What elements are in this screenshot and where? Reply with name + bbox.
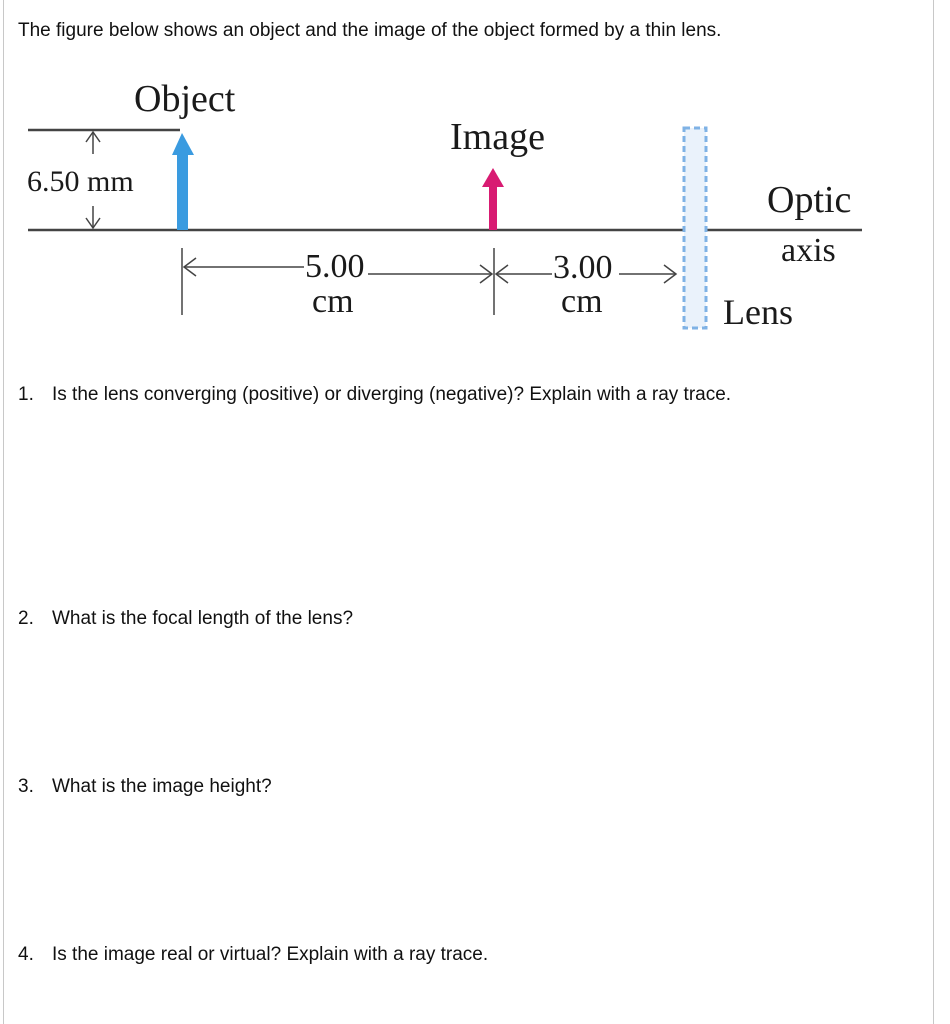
question-1: 1. Is the lens converging (positive) or d… [18,384,731,406]
distance1-value: 5.00 [305,248,365,285]
object-height-arrow-up-head [85,130,101,143]
question-4: 4. Is the image real or virtual? Explain … [18,944,488,966]
object-height-arrow-down-head [85,217,101,230]
question-2: 2. What is the focal length of the lens? [18,608,353,630]
object-arrow-shaft [177,153,188,230]
image-label: Image [450,116,545,158]
distance1-right-arrowhead [479,264,494,284]
object-arrow-head [172,133,194,155]
question-2-text: What is the focal length of the lens? [52,608,354,629]
question-3: 3. What is the image height? [18,776,272,798]
object-height-label: 6.50 mm [27,165,134,198]
distance2-right-arrowhead [663,264,678,284]
lens-figure: 6.50 mm Object Image Optic axis Lens 5.0… [27,78,862,332]
question-2-number: 2. [18,608,34,629]
axis-label: axis [781,232,836,269]
image-arrow-head [482,168,504,187]
distance2-value: 3.00 [553,249,613,286]
lens-label: Lens [723,292,793,332]
question-4-number: 4. [18,944,34,965]
distance1-unit: cm [312,283,354,320]
question-3-number: 3. [18,776,34,797]
question-3-text: What is the image height? [52,776,272,797]
image-arrow-shaft [489,185,497,230]
page-border-left [3,0,4,1024]
question-1-number: 1. [18,384,34,405]
intro-text: The figure below shows an object and the… [18,20,722,41]
lens-shape [682,126,708,330]
distance2-unit: cm [561,283,603,320]
optic-label: Optic [767,179,851,221]
question-1-text: Is the lens converging (positive) or div… [52,384,732,405]
object-label: Object [134,78,236,120]
question-4-text: Is the image real or virtual? Explain wi… [52,944,489,965]
page-border-right [933,0,934,1024]
